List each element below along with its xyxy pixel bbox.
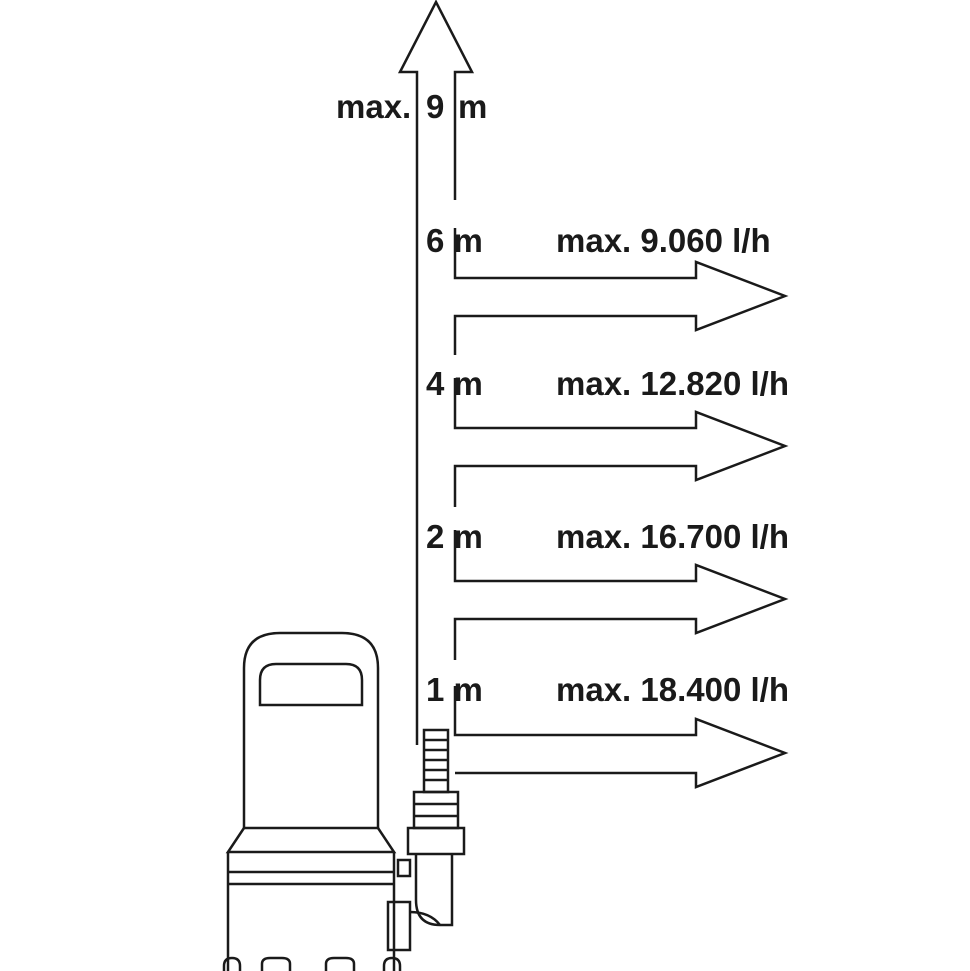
flow-label-1m: max. 18.400 l/h [556,671,789,708]
flow-arrow-icon-1m [453,686,789,789]
max-height-value: 9 [426,88,444,125]
flow-label-6m: max. 9.060 l/h [556,222,771,259]
vertical-height-arrow-icon [397,0,475,745]
flow-arrow-icon-4m [453,378,789,507]
max-height-prefix: max. [336,88,411,125]
max-height-unit: m [458,88,487,125]
height-label-4m: 4 m [426,365,483,402]
height-label-2m: 2 m [426,518,483,555]
flow-label-2m: max. 16.700 l/h [556,518,789,555]
flow-arrow-icon-2m [453,530,789,660]
max-height-label: max. 9 m [336,88,487,125]
submersible-pump-icon [222,631,466,971]
height-label-6m: 6 m [426,222,483,259]
flow-label-4m: max. 12.820 l/h [556,365,789,402]
height-label-1m: 1 m [426,671,483,708]
flow-arrow-icon-6m [453,228,789,355]
